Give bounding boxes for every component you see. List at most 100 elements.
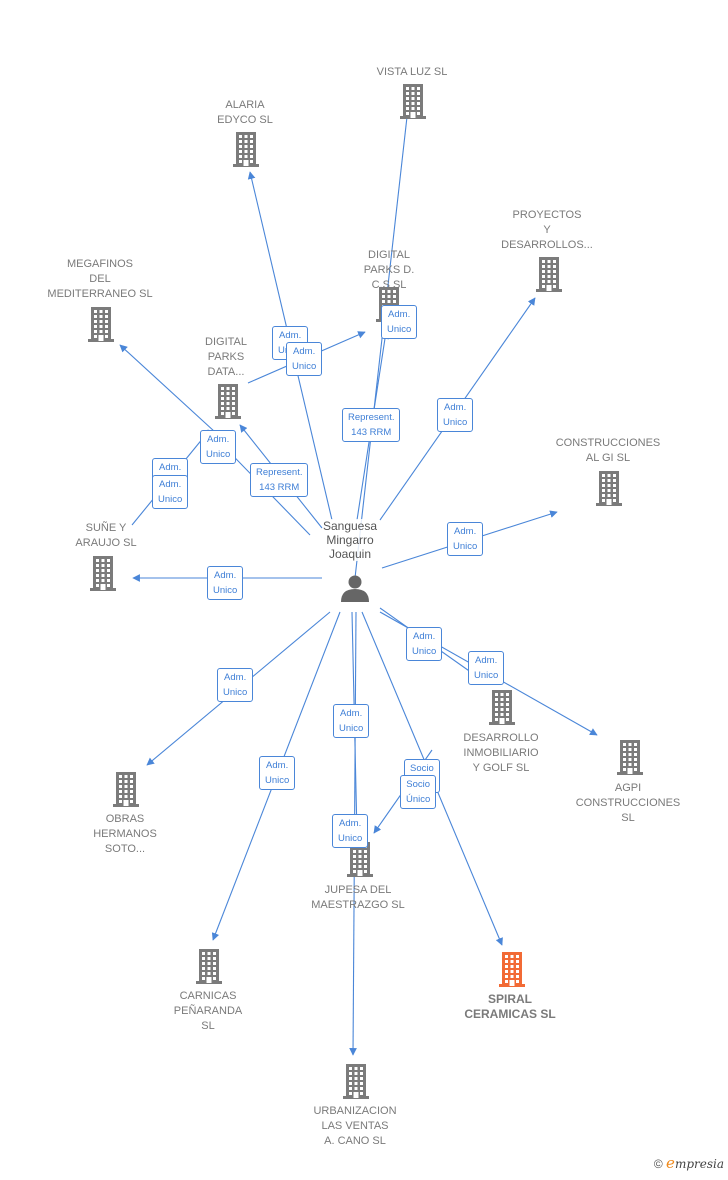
building-window [124,775,128,778]
company-label-vista[interactable]: VISTA LUZ SL [376,66,448,78]
building-window [411,102,415,105]
building-window [505,970,508,973]
building-window [547,265,551,268]
building-window [349,1092,352,1095]
company-label-desarrollo[interactable]: DESARROLLO INMOBILIARIO Y GOLF SL [463,732,539,774]
building-window [239,145,242,148]
building-window [553,285,556,288]
building-window [358,860,362,863]
building-window [250,145,253,148]
building-window [94,335,97,338]
building-window [226,397,230,400]
building-window [382,300,385,303]
building-window [360,1092,363,1095]
building-window [232,387,235,390]
building-window [207,972,211,975]
building-window [105,335,108,338]
building-window [124,790,128,793]
building-window [94,315,97,318]
building-window [607,484,611,487]
person-name[interactable]: Sanguesa Mingarro Joaquin [322,519,378,561]
building-window [239,135,242,138]
building-window [364,860,367,863]
building-window [613,494,616,497]
company-label-alaria[interactable]: ALARIA EDYCO SL [217,99,273,126]
building-window [96,559,99,562]
building-window [239,160,242,163]
building-window [417,87,420,90]
building-window [495,718,498,721]
company-label-digitaldata[interactable]: DIGITAL PARKS DATA... [205,336,247,378]
building-window [553,270,556,273]
building-window [506,693,509,696]
relation-edge [119,344,216,433]
company-label-digitalcs[interactable]: DIGITAL PARKS D. C.S SL [363,249,415,291]
building-window [505,955,508,958]
building-door [243,160,249,166]
building-window [623,753,626,756]
company-label-urbanizacion[interactable]: URBANIZACION LAS VENTAS A. CANO SL [313,1105,397,1147]
building-door [123,800,129,806]
building-window [101,564,105,567]
building-window [250,135,253,138]
building-window [94,310,97,313]
building-window [94,320,97,323]
relation-label: Adm. Unico [468,651,505,685]
building-window [505,980,508,983]
building-window [130,775,133,778]
building-window [628,763,632,766]
building-window [360,1082,363,1085]
company-label-obras[interactable]: OBRAS HERMANOS SOTO... [93,813,157,855]
building-window [360,1087,363,1090]
building-window [101,559,105,562]
building-window [602,489,605,492]
company-label-proyectos[interactable]: PROYECTOS Y DESARROLLOS... [501,209,593,251]
building-window [553,280,556,283]
building-window [500,713,504,716]
building-window [613,484,616,487]
building-window [542,280,545,283]
building-window [207,952,211,955]
building-window [417,107,420,110]
building-window [607,489,611,492]
company-label-carnicas[interactable]: CARNICAS PEÑARANDA SL [173,990,243,1032]
building-window [510,965,514,968]
company-label-jupesa[interactable]: JUPESA DEL MAESTRAZGO SL [311,884,405,911]
relation-label: Adm. Unico [437,398,474,432]
company-label-megafinos[interactable]: MEGAFINOS DEL MEDITERRANEO SL [47,258,153,300]
building-icon [233,132,259,167]
building-icon [196,949,222,984]
company-label-construcciones[interactable]: CONSTRUCCIONES AL GI SL [555,437,661,464]
building-window [105,310,108,313]
company-label-spiral[interactable]: SPIRAL CERAMICAS SL [464,992,556,1021]
company-label-agpi[interactable]: AGPI CONSTRUCCIONES SL [575,782,681,824]
building-window [542,270,545,273]
building-window [250,160,253,163]
building-window [406,112,409,115]
building-window [354,1087,358,1090]
building-window [101,569,105,572]
building-window [107,564,110,567]
building-window [226,387,230,390]
building-window [353,870,356,873]
building-window [506,713,509,716]
building-window [360,1072,363,1075]
building-window [232,392,235,395]
building-window [411,107,415,110]
building-door [410,112,416,118]
building-window [634,748,637,751]
building-window [101,579,105,582]
building-window [232,407,235,410]
building-window [105,325,108,328]
building-window [553,265,556,268]
building-window [202,957,205,960]
building-window [628,743,632,746]
building-window [232,397,235,400]
building-window [417,92,420,95]
building-door [98,335,104,341]
building-window [207,962,211,965]
company-label-sune[interactable]: SUÑE Y ARAUJO SL [75,522,137,549]
building-window [221,397,224,400]
building-window [213,972,216,975]
